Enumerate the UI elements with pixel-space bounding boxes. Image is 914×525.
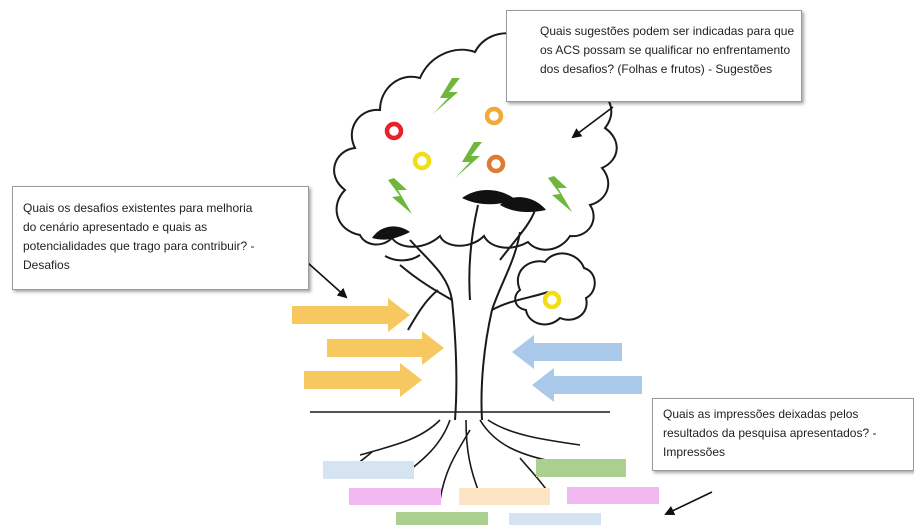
pointer-suggestions (571, 106, 614, 139)
root-bar (536, 459, 626, 477)
yellow-arrows (292, 298, 444, 397)
leaves (388, 78, 572, 214)
lightning-leaf-icon (455, 142, 482, 178)
lightning-leaf-icon (548, 176, 572, 212)
block-arrow-icon (304, 363, 422, 397)
root-bars (323, 459, 659, 525)
callout-line: potencialidades que trago para contribui… (23, 239, 255, 253)
root-bar (349, 488, 441, 505)
callout-line: os ACS possam se qualificar no enfrentam… (540, 43, 791, 57)
callout-line: Impressões (663, 445, 726, 459)
root-bar (323, 461, 414, 479)
callout-impressions: Quais as impressões deixadas pelos resul… (652, 398, 914, 471)
block-arrow-icon (327, 331, 444, 365)
callout-line: Quais sugestões podem ser indicadas para… (540, 24, 795, 38)
callout-line: Quais as impressões deixadas pelos (663, 407, 859, 421)
callout-suggestions: Quais sugestões podem ser indicadas para… (506, 10, 802, 102)
lightning-leaf-icon (388, 178, 412, 214)
block-arrow-icon (512, 335, 622, 369)
pointer-impressions (664, 491, 713, 516)
ring-fruit-icon (384, 121, 404, 141)
callout-line: Quais os desafios existentes para melhor… (23, 201, 253, 215)
callout-line: Desafios (23, 258, 70, 272)
callout-line: do cenário apresentado e quais as (23, 220, 208, 234)
ring-fruit-icon (486, 154, 506, 174)
root-bar (459, 488, 550, 505)
root-bar (509, 513, 601, 525)
callout-line: dos desafios? (Folhas e frutos) - Sugest… (540, 62, 773, 76)
ring-fruit-icon (484, 106, 504, 126)
fruits (384, 106, 562, 310)
root-bar (567, 487, 659, 504)
ring-fruit-icon (412, 151, 432, 171)
tree-trunk (384, 204, 549, 421)
root-bar (396, 512, 488, 525)
tree-roots (310, 411, 610, 501)
callout-challenges: Quais os desafios existentes para melhor… (12, 186, 309, 290)
block-arrow-icon (292, 298, 410, 332)
ring-fruit-icon (542, 290, 562, 310)
lightning-leaf-icon (433, 78, 460, 114)
blue-arrows (512, 335, 642, 402)
callout-line: resultados da pesquisa apresentados? - (663, 426, 877, 440)
block-arrow-icon (532, 368, 642, 402)
